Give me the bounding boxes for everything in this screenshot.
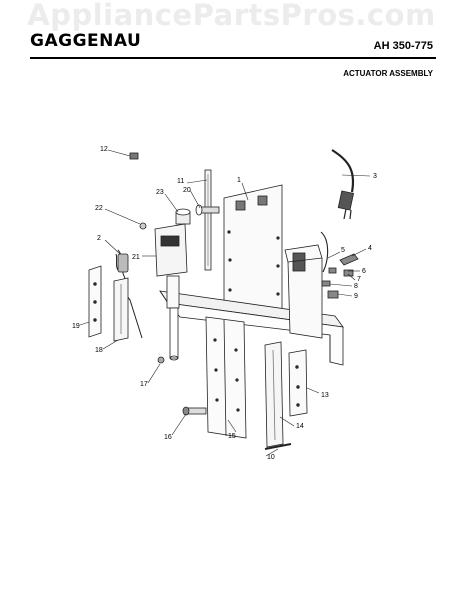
callout-23: 23 (156, 189, 164, 196)
page-subtitle: ACTUATOR ASSEMBLY (343, 69, 433, 78)
actuator-motor-part (154, 223, 188, 361)
callout-14: 14 (296, 423, 304, 430)
nut-part (157, 356, 165, 364)
vertical-panel-part (205, 316, 247, 439)
power-cord-part (331, 149, 355, 220)
small-connectors-part (321, 253, 359, 299)
rod-part (264, 443, 292, 450)
callout-9: 9 (354, 293, 358, 300)
leader-lines (79, 149, 371, 457)
callout-8: 8 (354, 283, 358, 290)
clip-part (139, 222, 147, 230)
knob-part (175, 208, 191, 225)
side-rail-part (113, 277, 129, 342)
bolt-part (182, 406, 207, 416)
right-bracket-part (284, 244, 323, 339)
callout-4: 4 (368, 245, 372, 252)
callout-13: 13 (321, 392, 329, 399)
back-plate-part (223, 184, 283, 319)
callout-18: 18 (95, 347, 103, 354)
callout-20: 20 (183, 187, 191, 194)
callout-15: 15 (228, 433, 236, 440)
callout-16: 16 (164, 434, 172, 441)
slotted-rail-part (204, 169, 212, 271)
callout-11: 11 (177, 178, 184, 185)
watermark: AppliancePartsPros.com (27, 0, 436, 32)
callout-1: 1 (237, 177, 241, 184)
model-number: AH 350-775 (373, 40, 433, 52)
callout-2: 2 (97, 235, 101, 242)
callout-21: 21 (132, 254, 140, 261)
callout-12: 12 (100, 146, 108, 153)
pin-part (195, 204, 220, 216)
side-bracket-right-part (288, 349, 308, 417)
wire-part (320, 231, 329, 273)
callout-22: 22 (95, 205, 103, 212)
long-rail-part (264, 341, 284, 448)
brand-logo: GAGGENAU (30, 31, 142, 51)
callout-3: 3 (373, 173, 377, 180)
screw-part (129, 152, 139, 160)
callout-5: 5 (341, 247, 345, 254)
header-rule (30, 57, 436, 59)
callout-7: 7 (357, 276, 361, 283)
callout-6: 6 (362, 268, 366, 275)
side-bracket-left-part (88, 265, 102, 338)
callout-17: 17 (140, 381, 148, 388)
callout-10: 10 (267, 454, 275, 461)
callout-19: 19 (72, 323, 80, 330)
